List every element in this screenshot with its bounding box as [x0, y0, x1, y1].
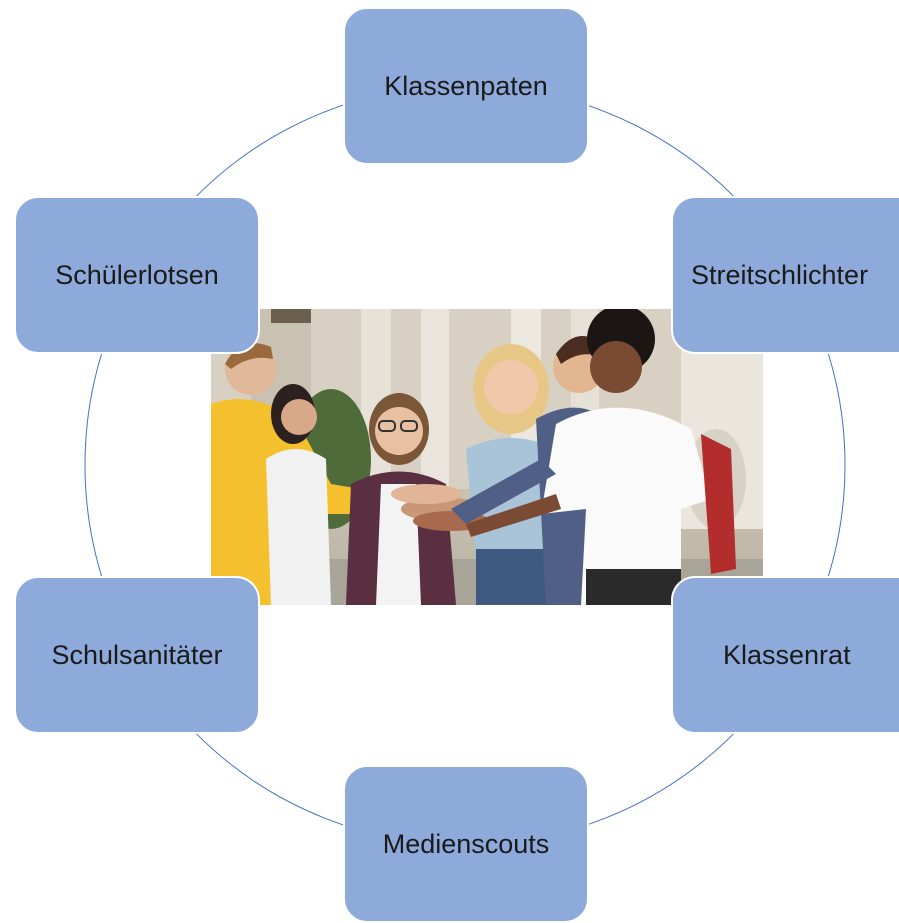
node-label: Streitschlichter [691, 259, 869, 290]
node-schulsanitaeter: Schulsanitäter [14, 576, 260, 734]
node-label: Schulsanitäter [51, 639, 223, 670]
node-label: Medienscouts [382, 828, 550, 859]
node-label: Klassenpaten [384, 70, 548, 101]
center-photo [211, 309, 763, 605]
node-medienscouts: Medienscouts [343, 765, 589, 923]
node-streitschlichter: Streitschlichter [671, 196, 899, 354]
node-label: Klassenrat [723, 639, 851, 670]
node-klassenpaten: Klassenpaten [343, 7, 589, 165]
node-label: Schülerlotsen [55, 259, 219, 290]
node-klassenrat: Klassenrat [671, 576, 899, 734]
node-schuelerlotsen: Schülerlotsen [14, 196, 260, 354]
